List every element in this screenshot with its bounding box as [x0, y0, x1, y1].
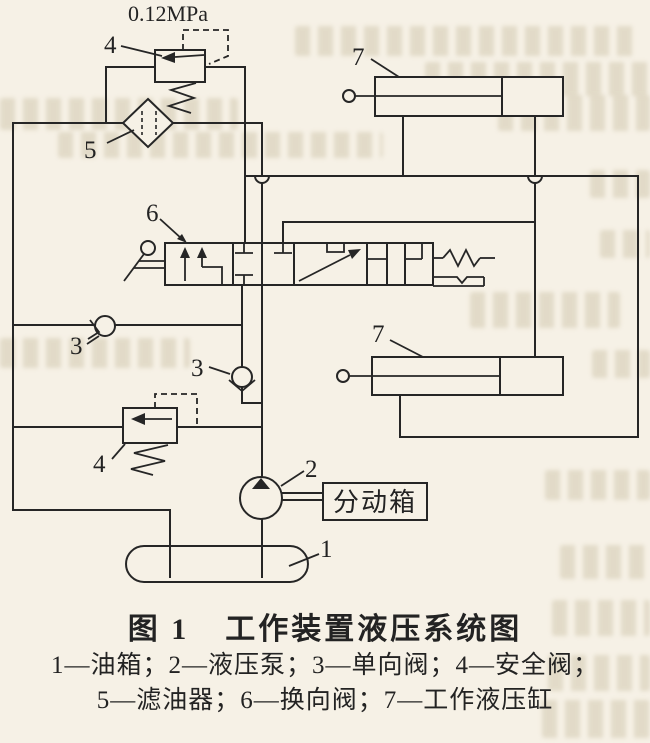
label-4-top: 4 [104, 32, 117, 59]
label-2: 2 [305, 456, 318, 483]
label-6: 6 [146, 200, 159, 227]
bleedthrough-ghost [560, 545, 650, 579]
check-valve-left [87, 315, 116, 340]
rod-eye [336, 369, 350, 383]
rod-eye [342, 89, 356, 103]
oil-tank [125, 545, 309, 583]
hydraulic-pump [239, 476, 324, 520]
pump-flow-triangle [252, 478, 270, 489]
hydraulic-circuit-diagram: 分动箱 [12, 1, 639, 583]
spring [130, 444, 169, 476]
bleedthrough-ghost [590, 170, 650, 198]
pressure-label: 0.12MPa [128, 1, 208, 26]
transfer-case-box: 分动箱 [322, 482, 428, 521]
figure-title: 工作装置液压系统图 [225, 613, 523, 646]
directional-valve [123, 240, 495, 287]
pipe-crossing-hop [253, 174, 271, 184]
legend-line-1: 1—油箱；2—液压泵；3—单向阀；4—安全阀； [50, 652, 599, 679]
legend-line-2: 5—滤油器；6—换向阀；7—工作液压缸 [96, 687, 554, 714]
bleedthrough-ghost [470, 292, 620, 328]
pump-drive-shaft [281, 492, 324, 501]
label-1: 1 [320, 536, 333, 563]
label-5: 5 [84, 137, 97, 164]
spring [166, 82, 197, 114]
figure-caption: 图 1 工作装置液压系统图 [0, 604, 650, 648]
label-4-bottom: 4 [93, 451, 106, 478]
label-7-bottom: 7 [372, 321, 385, 348]
pipe-crossing-hop [526, 174, 544, 184]
label-3-mid: 3 [191, 355, 204, 382]
bleedthrough-ghost [548, 655, 650, 691]
lever-actuator [123, 240, 165, 282]
transfer-case-label: 分动箱 [333, 488, 417, 517]
bleedthrough-ghost [600, 230, 650, 258]
bleedthrough-ghost [542, 700, 650, 738]
bleedthrough-ghost [592, 350, 650, 378]
work-cylinder-bottom [336, 356, 564, 396]
work-cylinder-top [342, 76, 564, 117]
pilot-line [182, 29, 229, 65]
bleedthrough-ghost [295, 26, 640, 56]
detent [433, 276, 485, 287]
callout-labels: 0.12MPa 4 5 6 7 3 3 7 4 2 1 [70, 1, 424, 567]
bleedthrough-ghost [0, 338, 190, 368]
oil-filter [121, 97, 175, 149]
bleedthrough-ghost [545, 470, 650, 500]
check-valve-mid [228, 366, 256, 393]
bleedthrough-ghost [0, 98, 238, 130]
bleedthrough-ghost [552, 600, 650, 636]
bleedthrough-ghost [58, 132, 383, 158]
pipe-network [12, 66, 639, 578]
pilot-line [154, 393, 198, 427]
safety-valve-bottom [122, 393, 198, 476]
label-3-left: 3 [70, 333, 83, 360]
label-7-top: 7 [352, 44, 365, 71]
figure-number: 图 1 [127, 613, 190, 646]
safety-valve-top [154, 29, 229, 114]
